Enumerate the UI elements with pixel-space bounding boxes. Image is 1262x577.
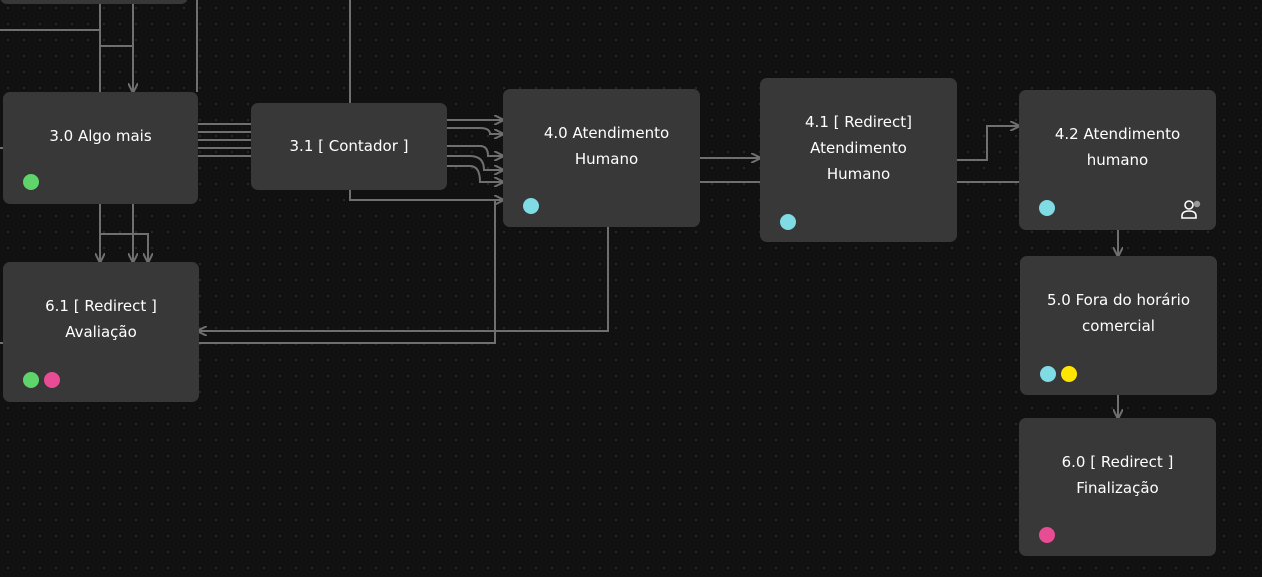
status-dot-pink [1039, 527, 1055, 543]
node-title: 3.1 [ Contador ] [289, 137, 409, 155]
node-6-0[interactable]: 6.0 [ Redirect ] Finalização [1019, 418, 1216, 556]
connector-line [447, 145, 503, 156]
node-6-1[interactable]: 6.1 [ Redirect ] Avaliação [3, 262, 199, 402]
node-3-1[interactable]: 3.1 [ Contador ] [251, 103, 447, 190]
node-tags [1040, 366, 1077, 382]
connector-line [198, 227, 609, 331]
node-tags [523, 198, 539, 214]
node-4-1[interactable]: 4.1 [ Redirect] Atendimento Humano [760, 78, 957, 242]
node-title: 6.0 [ Redirect ] Finalização [1061, 453, 1174, 497]
node-title: 4.2 Atendimento humano [1054, 125, 1181, 169]
status-dot-cyan [1040, 366, 1056, 382]
node-title: 3.0 Algo mais [49, 127, 152, 145]
status-dot-green [23, 372, 39, 388]
node-tags [23, 372, 60, 388]
status-dot-yellow [1061, 366, 1077, 382]
status-dot-cyan [780, 214, 796, 230]
node-title: 5.0 Fora do horário comercial [1046, 291, 1191, 335]
connector-line [957, 126, 1019, 161]
node-3-0[interactable]: 3.0 Algo mais [3, 92, 198, 204]
connector-line [349, 190, 503, 200]
node-tags [1039, 527, 1055, 543]
offscreen-node-top[interactable] [0, 0, 188, 4]
node-tags [23, 174, 39, 190]
status-dot-cyan [1039, 200, 1055, 216]
connector-line [447, 127, 503, 134]
node-title: 6.1 [ Redirect ] Avaliação [45, 297, 157, 341]
node-4-0[interactable]: 4.0 Atendimento Humano [503, 89, 700, 227]
status-dot-cyan [523, 198, 539, 214]
user-settings-icon[interactable] [1180, 198, 1202, 220]
status-dot-pink [44, 372, 60, 388]
connector-line [198, 200, 496, 344]
node-5-0[interactable]: 5.0 Fora do horário comercial [1020, 256, 1217, 395]
node-4-2[interactable]: 4.2 Atendimento humano [1019, 90, 1216, 230]
connector-line [447, 165, 503, 182]
status-dot-green [23, 174, 39, 190]
node-title: 4.1 [ Redirect] Atendimento Humano [805, 113, 912, 183]
connector-line [100, 233, 148, 262]
node-title: 4.0 Atendimento Humano [543, 124, 670, 168]
node-tags [1039, 200, 1055, 216]
connector-line [447, 155, 503, 170]
node-tags [780, 214, 796, 230]
